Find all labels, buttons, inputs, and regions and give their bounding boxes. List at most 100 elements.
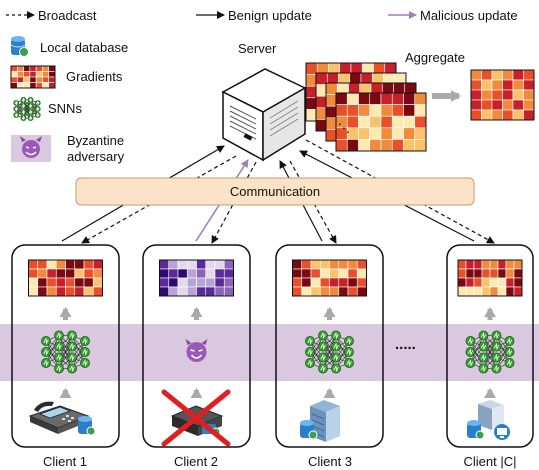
gradient-cell (37, 268, 48, 279)
spike-icon (21, 97, 26, 103)
legend-broadcast-label: Broadcast (38, 8, 97, 23)
gradient-cell (16, 71, 24, 78)
gradient-cell (523, 69, 535, 81)
gradient-cell (48, 76, 56, 83)
gradient-cell (414, 127, 427, 140)
gradient-cell (391, 115, 404, 129)
gradient-cell (497, 268, 507, 279)
legend-database-label: Local database (40, 40, 128, 55)
gradient-cell (74, 259, 85, 270)
spike-icon (28, 115, 33, 121)
spike-icon (320, 342, 326, 351)
gradient-cell (196, 286, 207, 297)
gradient-cell (470, 109, 482, 121)
snn-connection (470, 335, 484, 364)
gradient-cell (65, 268, 76, 279)
gradient-cell (505, 286, 515, 297)
gradient-cell (168, 259, 179, 270)
gradient-cell (319, 259, 330, 270)
gradient-cell (48, 82, 56, 89)
legend-top: Broadcast Benign update Malicious update (6, 8, 518, 23)
database-icon (10, 36, 29, 57)
gradient-cell (470, 99, 482, 111)
gradient-cell (310, 277, 321, 288)
gradient-cell (346, 92, 359, 105)
gradient-cell (380, 104, 393, 117)
spike-icon (320, 364, 326, 373)
gradient-cell (42, 71, 50, 78)
spike-icon (307, 359, 313, 367)
gradient-cell (292, 286, 303, 297)
spike-icon (307, 348, 313, 356)
gradient-cell (48, 71, 56, 78)
spike-icon (506, 359, 513, 367)
gradient-cell (168, 286, 179, 297)
gradient-cell (523, 89, 535, 101)
gradient-cell (465, 268, 475, 279)
gradient-cell (513, 286, 523, 297)
spike-icon (307, 337, 313, 345)
clients-ellipsis: ..... (395, 336, 416, 353)
gradient-cell (16, 65, 24, 72)
spike-icon (480, 364, 487, 373)
spike-icon (43, 337, 49, 345)
gradient-cell (358, 92, 371, 105)
gradient-cell (338, 268, 349, 279)
gradient-cell (28, 286, 39, 297)
spike-icon (493, 331, 500, 340)
client-2-label: Client 2 (174, 454, 218, 469)
gradient-cell (513, 268, 523, 279)
gradient-cell (481, 109, 493, 121)
client-3-label: Client 3 (308, 454, 352, 469)
gradient-cell (380, 139, 393, 152)
spike-icon (480, 353, 487, 362)
gradient-cell (42, 82, 50, 89)
gradient-cell (214, 286, 225, 297)
gradient-cell (186, 259, 197, 270)
gradient-grid-border (470, 69, 535, 121)
gradient-cell (186, 268, 197, 279)
gradient-cell (74, 277, 85, 288)
gradient-cell (65, 277, 76, 288)
stack-dots-2: . (342, 116, 346, 132)
gradient-cell (481, 286, 491, 297)
gradient-cell (481, 268, 491, 279)
client-1-gradient-grid (28, 259, 103, 297)
aggregate-label: Aggregate (405, 50, 465, 65)
snn-connection (45, 335, 60, 364)
gradient-cell (502, 109, 514, 121)
spike-icon (36, 106, 40, 112)
stack-dots: . (338, 112, 342, 128)
gradient-grid-border (28, 259, 103, 297)
gradient-cell (329, 259, 340, 270)
gradient-grid-border (292, 259, 367, 297)
server-cube-icon (221, 68, 307, 162)
gradient-cell (35, 65, 43, 72)
spike-icon (14, 106, 18, 112)
gradient-cell (223, 268, 234, 279)
gradient-cell (481, 89, 493, 101)
gradient-cell (177, 277, 188, 288)
gradient-cell (491, 109, 503, 121)
gradient-cell (46, 286, 57, 297)
client-3-snn (305, 330, 354, 374)
gradient-cell (177, 286, 188, 297)
gradient-cell (55, 259, 66, 270)
gradient-cell (470, 89, 482, 101)
desktop-icon (478, 400, 504, 430)
gradient-cell (83, 268, 94, 279)
client-n-label: Client |C| (464, 454, 517, 469)
snn-connection (309, 335, 324, 364)
legend-byzantine-label-1: Byzantine (67, 133, 124, 148)
legend-snn-label: SNNs (48, 101, 82, 116)
gradient-cell (29, 65, 37, 72)
gradient-cell (391, 139, 404, 152)
snn-connection (322, 335, 337, 369)
gradient-cell (481, 99, 493, 111)
gradient-cell (512, 99, 524, 111)
gradient-cell (513, 277, 523, 288)
gradient-cell (42, 76, 50, 83)
gradient-cell (403, 127, 416, 140)
spike-icon (21, 103, 26, 109)
gradient-cell (28, 259, 39, 270)
